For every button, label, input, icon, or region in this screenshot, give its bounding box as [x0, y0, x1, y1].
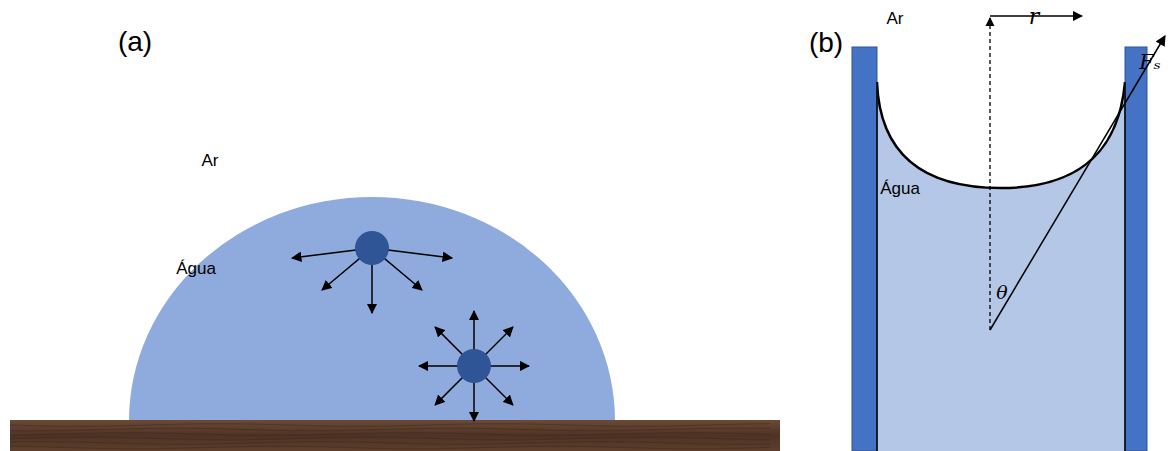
water-droplet — [129, 197, 615, 421]
panel-label: (b) — [809, 29, 843, 57]
panel-label: (a) — [118, 28, 152, 56]
water-column — [877, 82, 1125, 451]
label: r — [1029, 6, 1040, 28]
force-arrows — [419, 311, 529, 421]
molecule — [457, 349, 491, 383]
wood-grain — [10, 424, 770, 449]
force-vector — [990, 36, 1165, 330]
label: Água — [176, 260, 216, 277]
meniscus — [877, 82, 1125, 188]
wall-edge — [876, 82, 878, 451]
molecule — [355, 231, 389, 265]
label: Ar — [202, 152, 219, 169]
label: Água — [880, 180, 920, 197]
tube-wall — [852, 47, 877, 451]
tube-wall — [1125, 47, 1147, 451]
surface — [10, 420, 780, 451]
wall-edge — [1124, 82, 1126, 451]
label: Ar — [887, 10, 904, 27]
label: θ — [996, 283, 1007, 302]
axis-arrow — [989, 18, 990, 330]
label: Fₛ — [1139, 52, 1161, 73]
